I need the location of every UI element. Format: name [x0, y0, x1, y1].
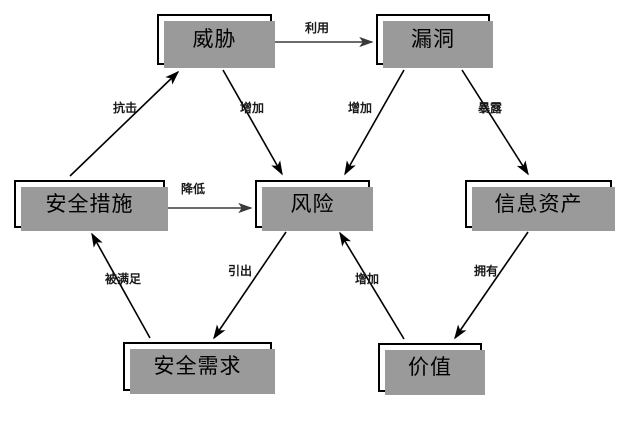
- node-label: 价值: [408, 355, 452, 379]
- node-label: 安全需求: [153, 354, 242, 378]
- edge-asset-has-value: [454, 231, 529, 340]
- edge-label-exploits: 利用: [305, 21, 330, 35]
- node-vulnerability[interactable]: 漏洞: [376, 14, 493, 68]
- edge-vulnerability-increases-risk: [344, 69, 405, 176]
- node-label: 安全措施: [45, 191, 134, 216]
- edge-risk-derives-requirement: [213, 231, 287, 340]
- node-shadow: [130, 349, 275, 394]
- edge-label-exposes: 暴露: [478, 101, 503, 115]
- edge-label-value-increase: 增加: [355, 272, 380, 286]
- node-shadow: [472, 187, 615, 231]
- node-shadow: [385, 350, 485, 395]
- node-requirement[interactable]: 安全需求: [123, 342, 275, 394]
- node-asset[interactable]: 信息资产: [465, 180, 615, 231]
- node-safeguard[interactable]: 安全措施: [14, 180, 168, 231]
- node-shadow: [262, 187, 373, 231]
- node-label: 信息资产: [494, 191, 583, 216]
- edge-label-counters: 抗击: [113, 101, 138, 115]
- edge-label-reduces: 降低: [181, 182, 206, 196]
- node-risk[interactable]: 风险: [255, 180, 373, 231]
- node-label: 风险: [290, 191, 335, 216]
- edge-label-owns: 拥有: [474, 264, 499, 278]
- node-label: 威胁: [192, 27, 237, 51]
- edge-label-threat-increase: 增加: [240, 101, 265, 115]
- edge-safeguard-counters-threat: [69, 70, 180, 177]
- node-shadow: [21, 187, 168, 231]
- node-label: 漏洞: [411, 27, 455, 51]
- node-shadow: [383, 21, 493, 68]
- edge-value-increases-risk: [339, 231, 405, 340]
- edge-label-satisfied: 被满足: [105, 272, 142, 286]
- node-value[interactable]: 价值: [378, 343, 485, 395]
- node-threat[interactable]: 威胁: [157, 14, 275, 68]
- edge-requirement-satisfied-by-safeguard: [91, 232, 151, 339]
- edge-threat-increases-risk: [222, 69, 283, 176]
- edge-label-derives: 引出: [228, 264, 253, 278]
- edge-vulnerability-exposes-asset: [461, 69, 529, 176]
- edge-label-vuln-increase: 增加: [348, 101, 373, 115]
- node-shadow: [164, 21, 275, 68]
